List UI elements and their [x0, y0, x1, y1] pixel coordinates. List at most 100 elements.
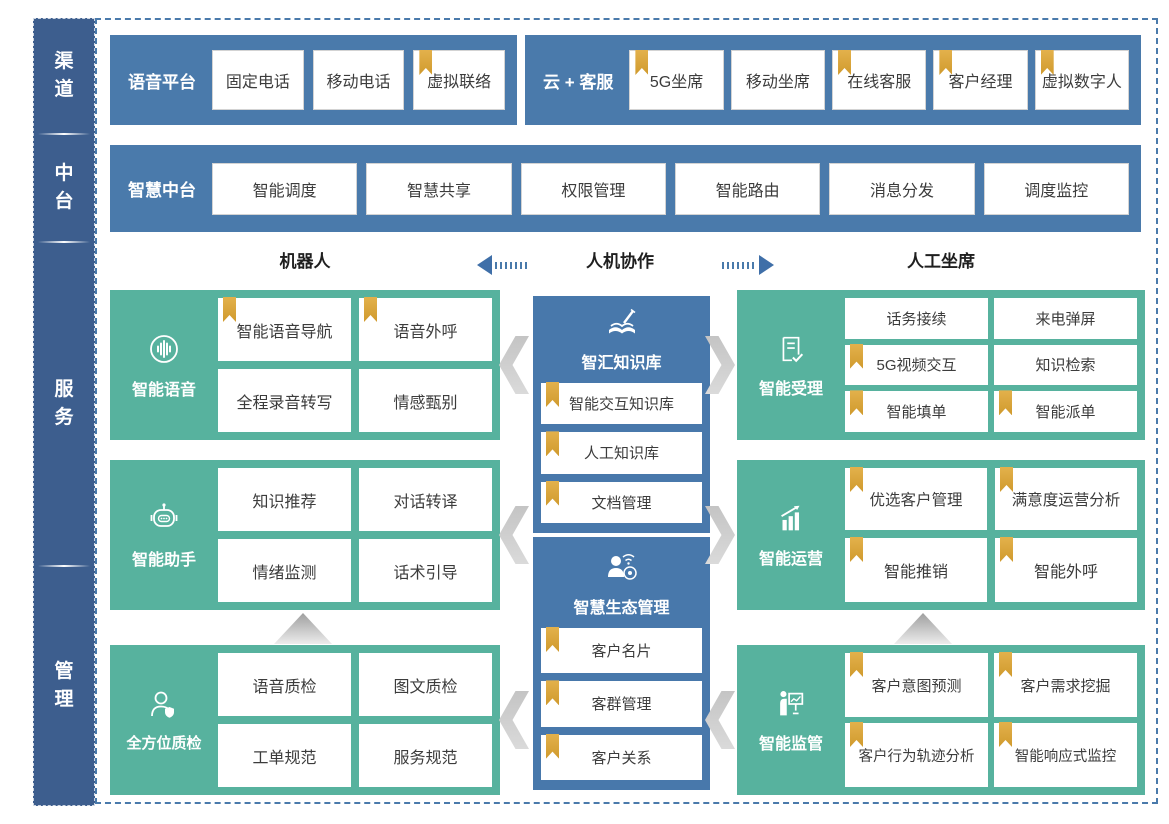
middle-platform-bar: 智慧中台 智能调度 智慧共享 权限管理 智能路由 消息分发 调度监控	[110, 145, 1141, 232]
bookmark-icon	[546, 680, 559, 706]
item-box: 客户经理	[933, 50, 1028, 110]
diagram-frame	[95, 18, 1158, 804]
section-divider	[38, 133, 90, 135]
item-label: 话务接续	[886, 310, 947, 328]
item-label: 消息分发	[869, 182, 934, 200]
agent-side-label: 人工坐席	[907, 252, 975, 271]
knowledge-book-icon	[602, 308, 642, 345]
layer-label-platform: 中台	[54, 163, 74, 212]
item-box: 客户行为轨迹分析	[845, 722, 988, 787]
item-box: 固定电话	[212, 50, 304, 110]
bookmark-icon	[850, 537, 863, 562]
item-box: 智能外呼	[995, 537, 1137, 602]
item-box: 全程录音转写	[218, 369, 351, 432]
item-box: 情感甄别	[359, 369, 492, 432]
item-label: 智能推销	[883, 564, 948, 581]
item-box: 智能调度	[212, 162, 358, 215]
item-label: 满意度运营分析	[1011, 492, 1121, 509]
service-block-ecosystem-management: 智慧生态管理 客户名片 客群管理 客户关系	[533, 537, 710, 790]
bookmark-icon	[546, 382, 559, 407]
item-label: 智能外呼	[1033, 564, 1098, 581]
item-label: 5G视频交互	[876, 357, 957, 375]
bookmark-icon	[850, 343, 863, 369]
item-label: 文档管理	[591, 494, 652, 512]
bar-title: 语音平台	[128, 72, 196, 92]
item-label: 图文质检	[393, 678, 458, 696]
service-block-smart-acceptance: 智能受理 话务接续 来电弹屏 5G视频交互 知识检索 智能填单 智能派单	[737, 290, 1145, 440]
item-box: 对话转译	[359, 468, 492, 531]
service-block-smart-assistant: 智能助手 知识推荐 对话转译 情绪监测 话术引导	[110, 460, 500, 610]
item-box: 人工知识库	[541, 431, 702, 474]
collab-label: 人机协作	[586, 252, 654, 271]
item-box: 智能推销	[845, 537, 987, 602]
item-box: 语音外呼	[359, 297, 492, 361]
item-box: 智能语音导航	[218, 297, 351, 361]
item-label: 客户需求挖掘	[1020, 677, 1111, 695]
service-block-smart-supervision: 智能监管 客户意图预测 客户需求挖掘 客户行为轨迹分析 智能响应式监控	[737, 645, 1145, 795]
item-box: 知识推荐	[218, 468, 351, 531]
service-block-quality-inspection: 全方位质检 语音质检 图文质检 工单规范 服务规范	[110, 645, 500, 795]
item-label: 智能填单	[886, 404, 947, 422]
bookmark-icon	[364, 297, 377, 322]
item-label: 客户名片	[591, 643, 652, 661]
item-label: 来电弹屏	[1035, 310, 1096, 328]
item-label: 对话转译	[393, 493, 458, 511]
item-box: 移动电话	[312, 50, 405, 110]
item-label: 工单规范	[252, 749, 317, 767]
item-box: 在线客服	[832, 50, 927, 110]
item-box: 智能交互知识库	[541, 382, 702, 425]
item-box: 智能填单	[845, 390, 988, 432]
bookmark-icon	[999, 652, 1012, 677]
block-title: 智能语音	[131, 381, 196, 399]
bookmark-icon	[838, 50, 852, 75]
item-box: 移动坐席	[730, 50, 826, 110]
voice-platform-bar: 语音平台 固定电话 移动电话 虚拟联络	[110, 35, 517, 125]
item-box: 智能派单	[994, 390, 1137, 432]
item-label: 客户行为轨迹分析	[858, 748, 975, 765]
item-box: 智慧共享	[366, 162, 512, 215]
layer-label-management: 管理	[54, 661, 74, 710]
item-label: 优选客户管理	[869, 492, 963, 509]
item-label: 话术引导	[393, 564, 458, 582]
bookmark-icon	[999, 722, 1012, 747]
item-label: 语音质检	[252, 678, 317, 696]
bar-title: 云 + 客服	[543, 72, 614, 92]
arrow-dash	[722, 261, 756, 269]
item-label: 智能调度	[252, 182, 317, 200]
sidebar-section-service: 服务	[34, 243, 94, 565]
item-box: 文档管理	[541, 480, 702, 523]
bookmark-icon	[1040, 50, 1054, 75]
item-label: 智能路由	[715, 182, 780, 200]
bookmark-icon	[850, 390, 863, 416]
item-label: 客户意图预测	[871, 677, 962, 695]
document-check-icon	[774, 332, 808, 366]
bar-title: 智慧中台	[128, 181, 196, 200]
bookmark-icon	[546, 431, 559, 457]
item-label: 移动电话	[326, 74, 391, 91]
item-label: 虚拟联络	[427, 74, 492, 91]
service-block-smart-operations: 智能运营 优选客户管理 满意度运营分析 智能推销 智能外呼	[737, 460, 1145, 610]
service-block-smart-voice: 智能语音 智能语音导航 语音外呼 全程录音转写 情感甄别	[110, 290, 500, 440]
sidebar-section-platform: 中台	[34, 135, 94, 241]
item-label: 智能响应式监控	[1014, 748, 1117, 765]
item-label: 情感甄别	[393, 394, 458, 412]
robot-side-label: 机器人	[279, 252, 331, 271]
item-box: 情绪监测	[218, 539, 351, 602]
block-title: 全方位质检	[126, 735, 202, 752]
item-box: 智能响应式监控	[994, 722, 1137, 787]
collab-header: 机器人 人机协作 人工坐席	[110, 246, 1145, 278]
item-box: 客户关系	[541, 733, 702, 780]
bookmark-icon	[999, 390, 1012, 416]
quality-inspector-icon	[146, 687, 182, 723]
item-box: 话务接续	[845, 298, 988, 339]
item-box: 图文质检	[359, 653, 492, 716]
robot-icon	[146, 501, 182, 537]
item-label: 智能交互知识库	[568, 396, 674, 414]
item-label: 智能语音导航	[236, 323, 333, 341]
service-block-knowledge-base: 智汇知识库 智能交互知识库 人工知识库 文档管理	[533, 296, 710, 533]
bookmark-icon	[1000, 467, 1013, 492]
ecosystem-person-icon	[603, 549, 641, 590]
item-box: 虚拟数字人	[1034, 50, 1130, 110]
bookmark-icon	[850, 652, 863, 677]
block-title: 智能运营	[758, 550, 823, 568]
